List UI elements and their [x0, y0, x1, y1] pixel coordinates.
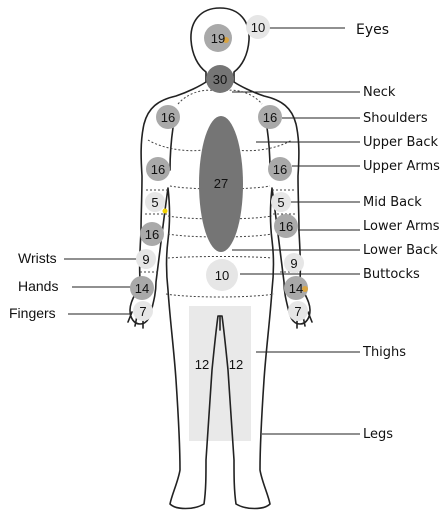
label-lower-back: Lower Back [363, 243, 438, 258]
wrist-right-value: 9 [290, 256, 297, 271]
mid-arm-left-accent [163, 209, 168, 214]
hand-left-value: 14 [135, 281, 149, 296]
upper-arm-right-value: 16 [273, 162, 287, 177]
right-labels: Eyes Neck Shoulders Upper Back Upper Arm… [356, 22, 440, 442]
shoulder-left-value: 16 [161, 110, 175, 125]
finger-left-value: 7 [139, 304, 146, 319]
label-upper-back: Upper Back [363, 135, 439, 150]
left-callout-lines [64, 259, 138, 314]
shoulder-right-value: 16 [263, 110, 277, 125]
finger-right-value: 7 [294, 304, 301, 319]
mid-arm-right-value: 5 [277, 195, 284, 210]
hand-right-value: 14 [289, 281, 303, 296]
label-hands: Hands [18, 278, 58, 294]
mid-arm-left-value: 5 [151, 195, 158, 210]
lower-arm-left-value: 16 [145, 227, 159, 242]
back-value: 27 [214, 176, 228, 191]
label-legs: Legs [363, 427, 393, 442]
label-upper-arms: Upper Arms [363, 159, 440, 174]
label-neck: Neck [363, 85, 396, 100]
upper-arm-left-value: 16 [151, 162, 165, 177]
neck-value: 30 [213, 72, 227, 87]
lower-arm-right-value: 16 [279, 219, 293, 234]
label-lower-arms: Lower Arms [363, 219, 440, 234]
head-value: 19 [211, 31, 225, 46]
label-thighs: Thighs [362, 345, 406, 360]
label-buttocks: Buttocks [363, 267, 420, 282]
label-shoulders: Shoulders [363, 111, 428, 126]
thigh-right-value: 12 [229, 357, 243, 372]
label-wrists: Wrists [18, 250, 57, 266]
buttocks-value: 10 [215, 268, 229, 283]
left-labels: Wrists Hands Fingers [9, 250, 58, 321]
label-fingers: Fingers [9, 305, 56, 321]
label-eyes: Eyes [356, 22, 389, 38]
label-mid-back: Mid Back [363, 195, 422, 210]
thigh-left-value: 12 [195, 357, 209, 372]
eyes-value: 10 [251, 20, 265, 35]
wrist-left-value: 9 [142, 252, 149, 267]
